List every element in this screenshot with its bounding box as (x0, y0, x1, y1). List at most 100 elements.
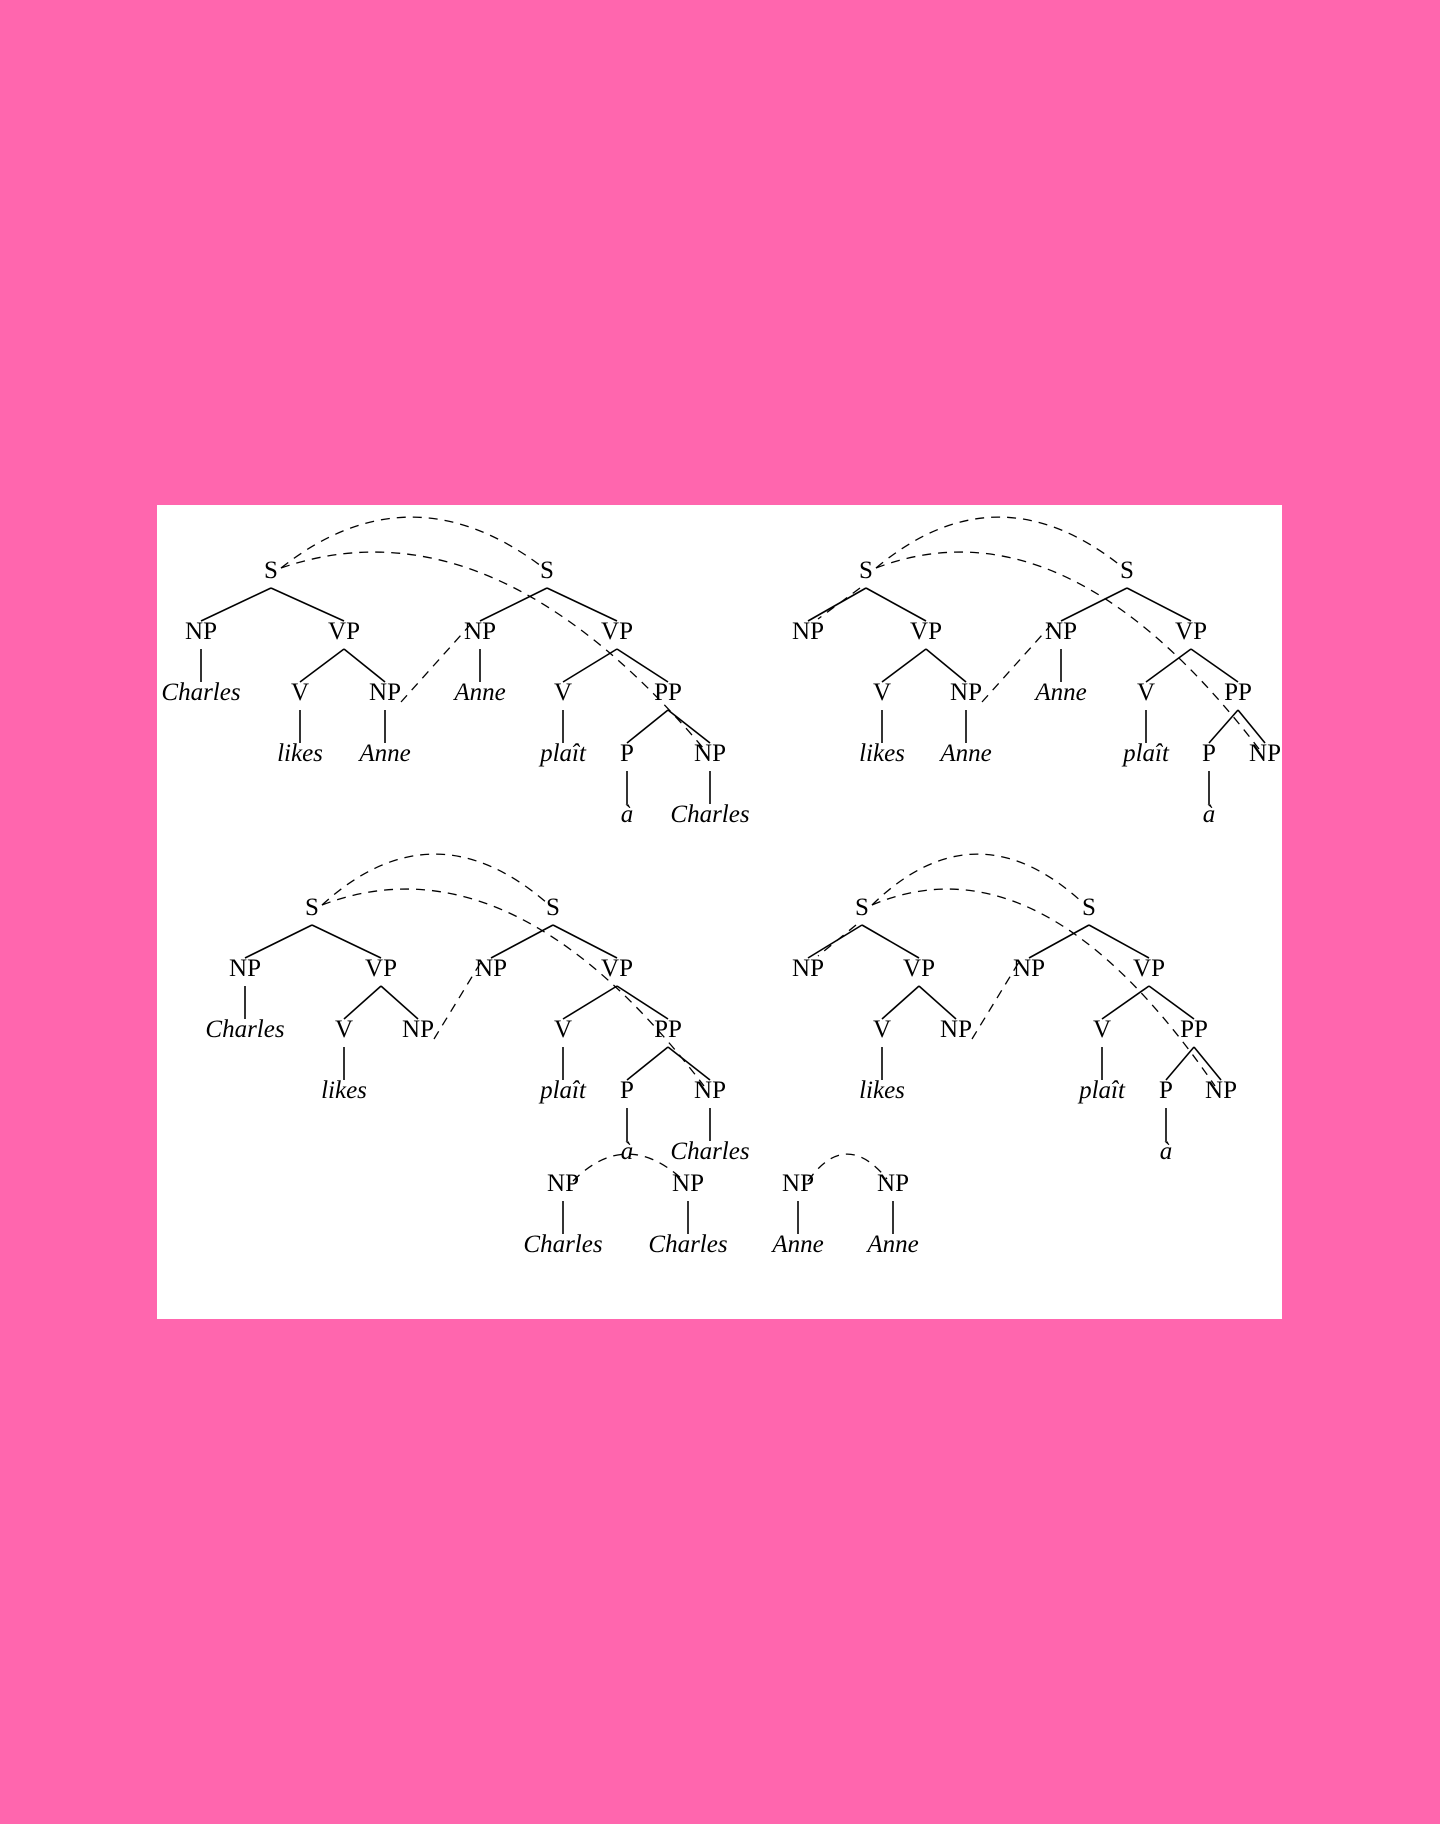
node-p: P (1159, 1077, 1173, 1104)
word-w_a: à (1203, 801, 1216, 828)
edge-s1-vp1 (270, 587, 345, 622)
edge-vp1-np2 (380, 985, 419, 1020)
node-pp: PP (1224, 679, 1252, 706)
node-v1: V (335, 1016, 353, 1043)
sync-link-s1-np4 (280, 551, 705, 750)
edge-s1-np1 (807, 924, 863, 959)
node-np2: NP (369, 679, 401, 706)
word-w_charles2: Charles (670, 1138, 749, 1165)
sync-link-s1-np4 (321, 888, 705, 1087)
edge-vp2-pp (616, 648, 669, 683)
sync-link-np2-np3 (400, 624, 471, 703)
edge-s2-vp2 (552, 924, 618, 959)
node-v1: V (873, 1016, 891, 1043)
node-s2: S (546, 894, 560, 921)
node-v2: V (554, 1016, 572, 1043)
sync-link-np2-np3 (971, 961, 1020, 1040)
node-s1: S (305, 894, 319, 921)
word-w_anne_c: Anne (770, 1231, 823, 1258)
sync-link-s1-np4 (875, 551, 1260, 750)
node-v2: V (1093, 1016, 1111, 1043)
node-vp2: VP (1175, 618, 1207, 645)
node-vp2: VP (601, 618, 633, 645)
edge-s2-np3 (479, 587, 548, 622)
node-v2: V (554, 679, 572, 706)
node-np_d: NP (877, 1170, 909, 1197)
edge-vp1-np2 (925, 648, 967, 683)
edge-vp2-pp (1148, 985, 1195, 1020)
sync-link-s1-s2 (321, 853, 548, 906)
word-w_plait: plaît (538, 740, 587, 767)
edge-s1-np1 (807, 587, 867, 622)
edge-vp1-v1 (881, 985, 920, 1020)
node-np4: NP (1205, 1077, 1237, 1104)
sync-link-np2-np3 (981, 624, 1052, 703)
edge-vp2-v2 (1145, 648, 1192, 683)
node-np2: NP (950, 679, 982, 706)
sync-link-s1-s2 (280, 516, 542, 569)
node-s2: S (1082, 894, 1096, 921)
node-np_c: NP (782, 1170, 814, 1197)
node-np3: NP (475, 955, 507, 982)
edge-s2-np3 (1060, 587, 1128, 622)
edge-vp1-np2 (918, 985, 957, 1020)
node-vp1: VP (365, 955, 397, 982)
word-w_plait: plaît (538, 1077, 587, 1104)
word-w_likes: likes (321, 1077, 367, 1104)
word-w_charles2: Charles (670, 801, 749, 828)
edge-vp2-pp (1190, 648, 1239, 683)
node-s1: S (855, 894, 869, 921)
edge-pp-p (1208, 709, 1239, 744)
word-w_charles1: Charles (161, 679, 240, 706)
word-w_anne2: Anne (452, 679, 505, 706)
word-w_anne1: Anne (357, 740, 410, 767)
edge-s2-np3 (490, 924, 554, 959)
node-pp: PP (654, 1016, 682, 1043)
node-np4: NP (694, 740, 726, 767)
node-np1: NP (792, 955, 824, 982)
node-p: P (1202, 740, 1216, 767)
node-vp2: VP (1133, 955, 1165, 982)
word-w_likes: likes (859, 1077, 905, 1104)
word-w_charles1: Charles (205, 1016, 284, 1043)
node-p: P (620, 740, 634, 767)
edge-s2-vp2 (1088, 924, 1150, 959)
node-vp1: VP (910, 618, 942, 645)
word-w_plait: plaît (1077, 1077, 1126, 1104)
edge-s2-vp2 (546, 587, 618, 622)
node-np1: NP (185, 618, 217, 645)
node-v2: V (1137, 679, 1155, 706)
sync-link-s1-np4 (871, 888, 1216, 1087)
sync-link-s1-np1 (817, 587, 861, 620)
edge-pp-p (626, 709, 669, 744)
edge-pp-np4 (1237, 709, 1266, 744)
edge-s2-vp2 (1126, 587, 1192, 622)
word-w_a: à (1160, 1138, 1173, 1165)
edge-vp1-np2 (343, 648, 386, 683)
node-np1: NP (792, 618, 824, 645)
edge-s1-vp1 (861, 924, 920, 959)
word-w_plait: plaît (1121, 740, 1170, 767)
node-np2: NP (940, 1016, 972, 1043)
edge-pp-np4 (667, 709, 711, 744)
word-w_charles_b: Charles (648, 1231, 727, 1258)
edge-s1-np1 (200, 587, 272, 622)
sync-link-np2-np3 (433, 961, 482, 1040)
word-w_anne2: Anne (1033, 679, 1086, 706)
node-pp: PP (1180, 1016, 1208, 1043)
sync-link-s1-s2 (871, 853, 1084, 906)
word-w_a: à (621, 801, 634, 828)
word-w_charles_a: Charles (523, 1231, 602, 1258)
sync-link-s1-s2 (875, 516, 1122, 569)
node-np3: NP (1013, 955, 1045, 982)
edge-s1-np1 (244, 924, 313, 959)
edge-s1-vp1 (311, 924, 382, 959)
edge-pp-np4 (667, 1046, 711, 1081)
node-s2: S (540, 557, 554, 584)
node-s1: S (859, 557, 873, 584)
node-pp: PP (654, 679, 682, 706)
